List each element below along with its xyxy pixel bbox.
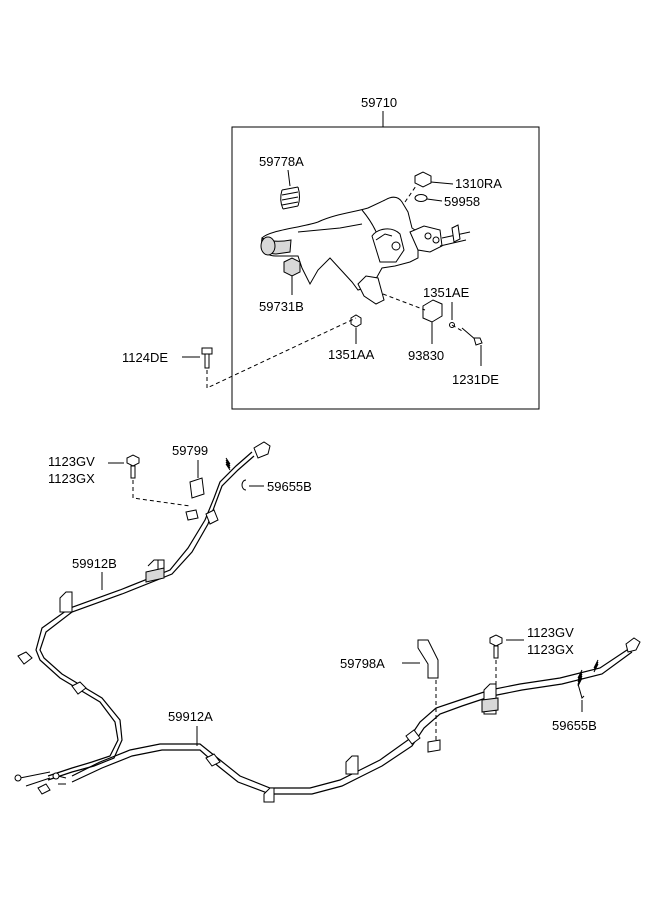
bracket-left-icon (185, 477, 205, 521)
label-switch-nut: 1351AA (328, 347, 375, 362)
label-bolt-right-b: 1123GX (527, 642, 574, 657)
label-screw-lower: 1231DE (452, 372, 499, 387)
switch-nut-icon (350, 314, 362, 328)
washer-icon (414, 194, 443, 202)
label-cable-left: 59912B (72, 556, 117, 571)
lever-bolt-dashline (206, 317, 357, 389)
bracket-right-icon (417, 639, 441, 753)
parking-brake-lever-icon (260, 185, 471, 305)
lever-bolt-icon (201, 347, 213, 369)
label-nut: 1310RA (455, 176, 502, 191)
screw-lower-icon (451, 324, 483, 346)
bolt-left-dashline (132, 480, 191, 507)
grip-icon (283, 257, 301, 277)
label-bolt-left-b: 1123GX (48, 471, 95, 486)
brake-switch-icon (382, 293, 443, 323)
label-screw-upper: 1351AE (423, 285, 470, 300)
cable-left-icon (14, 441, 271, 795)
label-lever-bolt: 1124DE (122, 350, 168, 365)
label-switch: 93830 (408, 348, 444, 363)
cable-right-icon (52, 637, 641, 803)
label-bolt-right-a: 1123GV (527, 625, 574, 640)
label-washer: 59958 (444, 194, 480, 209)
clip-right-icon (577, 683, 585, 699)
clip-left-icon (241, 479, 247, 491)
spring-icon (280, 186, 300, 210)
label-clip-left: 59655B (267, 479, 312, 494)
bolt-right-icon (489, 634, 503, 659)
label-bracket-left: 59799 (172, 443, 208, 458)
nut-icon (414, 171, 454, 188)
bolt-left-icon (126, 454, 140, 479)
assembly-frame (231, 126, 540, 410)
label-cable-right: 59912A (168, 709, 213, 724)
spring-leader (287, 169, 291, 187)
label-grip: 59731B (259, 299, 304, 314)
label-spring: 59778A (259, 154, 304, 169)
label-bracket-right: 59798A (340, 656, 385, 671)
label-clip-right: 59655B (552, 718, 597, 733)
assembly-label: 59710 (361, 95, 397, 110)
label-bolt-left-a: 1123GV (48, 454, 95, 469)
